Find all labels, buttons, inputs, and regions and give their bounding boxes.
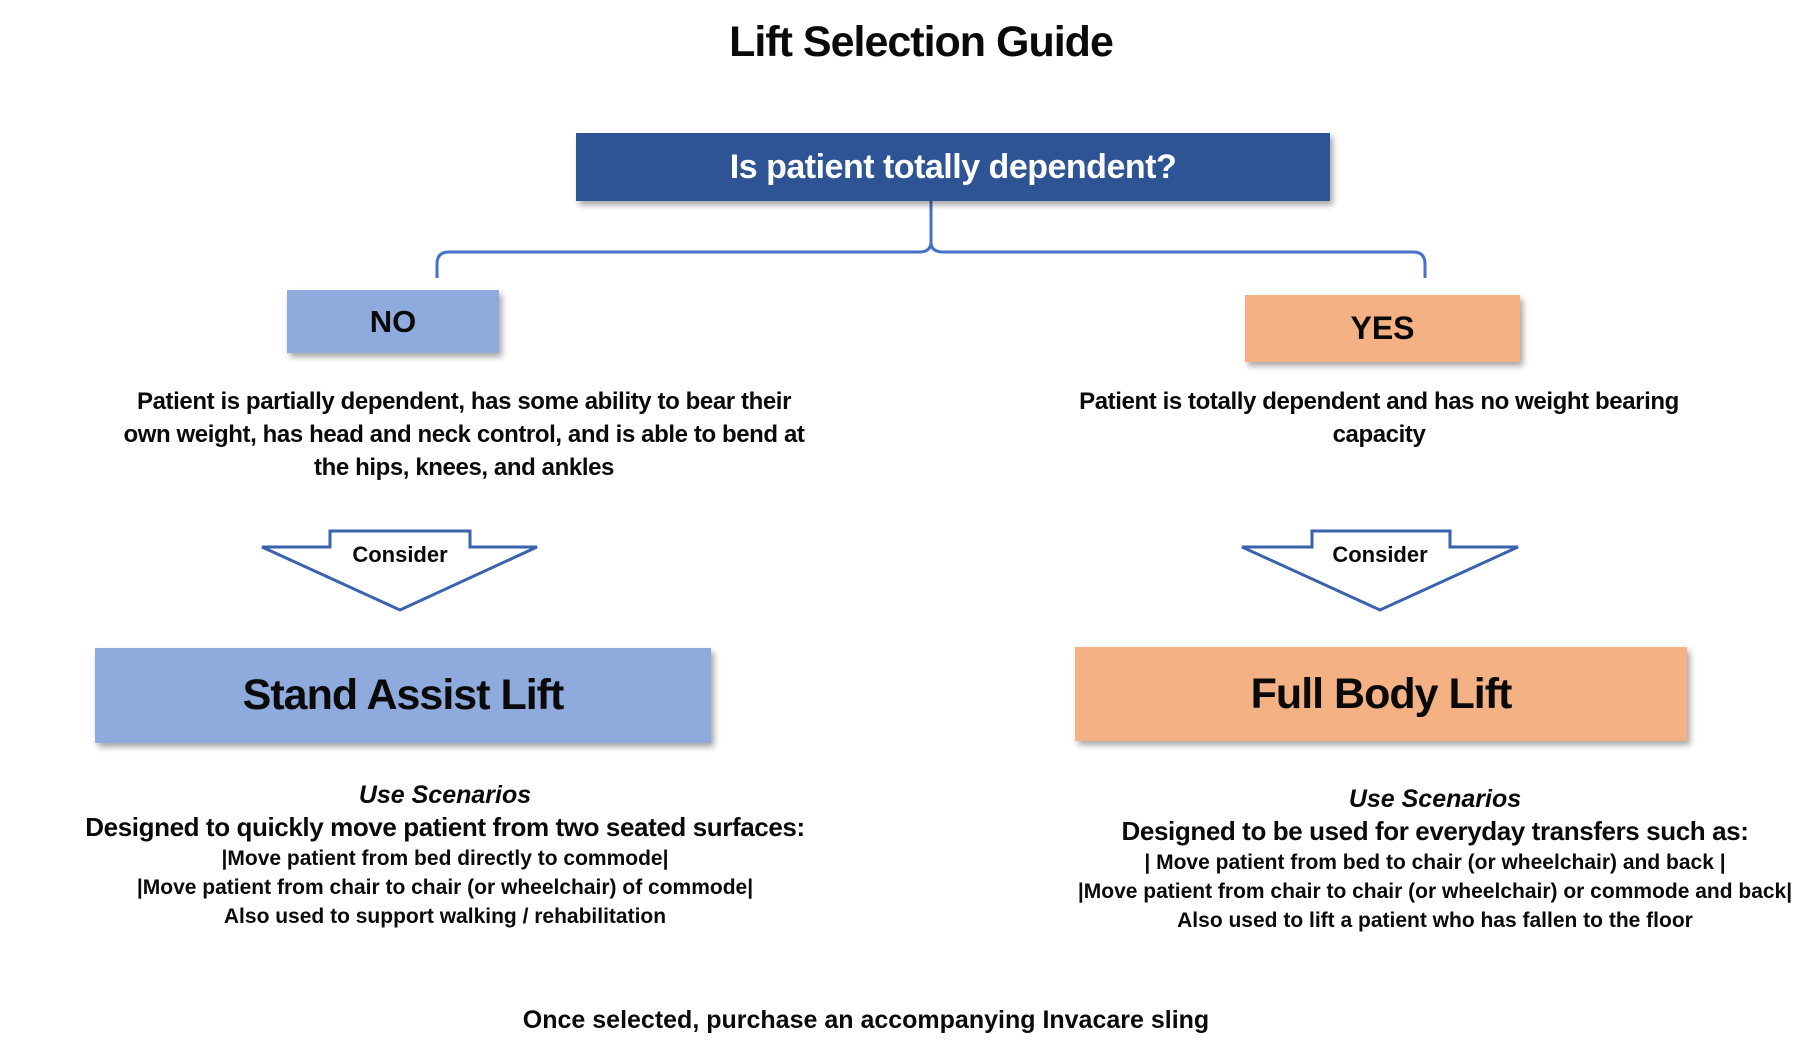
scenario-item: |Move patient from chair to chair (or wh… xyxy=(136,876,754,899)
scenarios-intro: Designed to be used for everyday transfe… xyxy=(1121,816,1749,846)
bracket-brace xyxy=(435,241,1427,278)
scenario-item: Also used to support walking / rehabilit… xyxy=(223,905,667,928)
stand-assist-lift-box: Stand Assist Lift xyxy=(95,648,711,743)
scenarios-heading: Use Scenarios xyxy=(358,781,532,809)
no-branch-use-scenarios: Use Scenarios Designed to quickly move p… xyxy=(5,780,885,931)
no-branch-description: Patient is partially dependent, has some… xyxy=(34,385,894,484)
scenario-item: | Move patient from bed to chair (or whe… xyxy=(1144,851,1726,874)
result-label: Full Body Lift xyxy=(1250,669,1513,718)
result-label: Stand Assist Lift xyxy=(242,671,565,719)
full-body-lift-box: Full Body Lift xyxy=(1075,647,1687,741)
yes-label: YES xyxy=(1350,310,1415,346)
scenario-item: |Move patient from bed directly to commo… xyxy=(221,847,669,870)
no-box: NO xyxy=(287,290,499,353)
description-line: the hips, knees, and ankles xyxy=(314,454,614,481)
description-line: capacity xyxy=(1332,421,1426,448)
consider-label: Consider xyxy=(1332,542,1428,567)
question-box: Is patient totally dependent? xyxy=(576,133,1330,201)
consider-down-arrow-icon xyxy=(261,529,538,612)
scenarios-intro: Designed to quickly move patient from tw… xyxy=(85,812,805,842)
yes-branch-use-scenarios: Use Scenarios Designed to be used for ev… xyxy=(1040,784,1812,935)
yes-box: YES xyxy=(1245,295,1520,362)
scenario-item: Also used to lift a patient who has fall… xyxy=(1177,909,1693,932)
description-line: Patient is partially dependent, has some… xyxy=(136,388,792,415)
consider-down-arrow-icon xyxy=(1241,529,1519,612)
scenario-item: |Move patient from chair to chair (or wh… xyxy=(1077,880,1793,903)
description-line: Patient is totally dependent and has no … xyxy=(1079,388,1679,415)
footer-note: Once selected, purchase an accompanying … xyxy=(522,1006,1210,1034)
yes-branch-description: Patient is totally dependent and has no … xyxy=(1019,385,1739,451)
page-title: Lift Selection Guide xyxy=(729,18,1114,66)
consider-label: Consider xyxy=(352,542,448,567)
no-label: NO xyxy=(369,303,417,339)
description-line: own weight, has head and neck control, a… xyxy=(123,421,805,448)
scenarios-heading: Use Scenarios xyxy=(1348,785,1522,813)
question-label: Is patient totally dependent? xyxy=(729,147,1177,186)
